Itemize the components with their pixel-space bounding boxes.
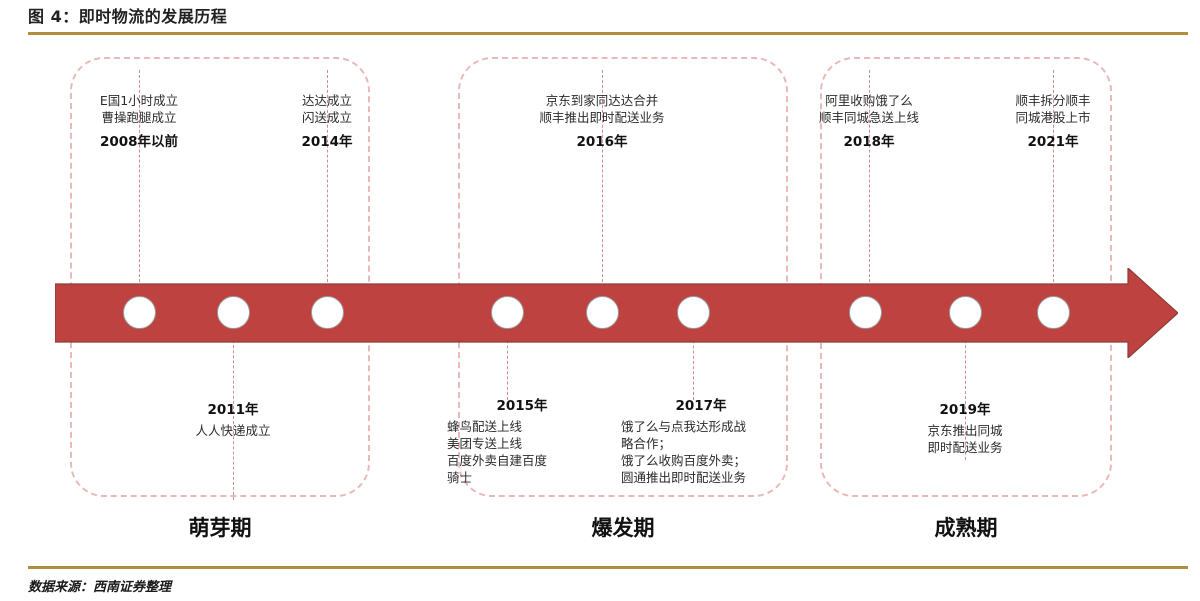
- timeline-event-2017: 2017年 饿了么与点我达形成战 略合作； 饿了么收购百度外卖； 圆通推出即时配…: [621, 398, 781, 486]
- title-divider: [28, 32, 1188, 35]
- event-year: 2019年: [939, 402, 991, 418]
- timeline-marker: [677, 296, 710, 329]
- event-year: 2014年: [301, 134, 353, 150]
- page-title: 图 4：即时物流的发展历程: [28, 7, 228, 26]
- event-line: 顺丰拆分顺丰: [1015, 93, 1091, 108]
- connector-line: [233, 330, 234, 500]
- event-line: 略合作；: [621, 436, 672, 451]
- event-line: 京东推出同城: [927, 423, 1003, 438]
- timeline-marker: [491, 296, 524, 329]
- phase-label-explosion: 爆发期: [591, 516, 655, 540]
- connector-line: [139, 70, 140, 292]
- event-line: 饿了么收购百度外卖；: [621, 453, 747, 468]
- event-line: 同城港股上市: [1015, 110, 1091, 125]
- connector-line: [507, 330, 508, 400]
- timeline-marker: [311, 296, 344, 329]
- event-line: 美团专送上线: [447, 436, 523, 451]
- event-year: 2016年: [576, 134, 628, 150]
- event-year: 2021年: [1027, 134, 1079, 150]
- event-line: 顺丰同城急送上线: [818, 110, 919, 125]
- event-line: 阿里收购饿了么: [825, 93, 913, 108]
- event-line: 百度外卖自建百度: [447, 453, 548, 468]
- timeline-event-2019: 2019年 京东推出同城 即时配送业务: [885, 402, 1045, 456]
- phase-box-maturity: [820, 57, 1112, 497]
- timeline-marker: [217, 296, 250, 329]
- event-year: 2015年: [496, 398, 548, 414]
- event-line: 达达成立: [301, 93, 352, 108]
- timeline-marker: [586, 296, 619, 329]
- timeline-marker: [949, 296, 982, 329]
- phase-label-maturity: 成熟期: [934, 516, 998, 540]
- event-line: 顺丰推出即时配送业务: [539, 110, 665, 125]
- timeline-marker: [123, 296, 156, 329]
- event-year: 2017年: [675, 398, 727, 414]
- figure-header: 图 4：即时物流的发展历程: [0, 0, 1200, 40]
- event-year: 2008年以前: [99, 134, 179, 150]
- phase-label-budding: 萌芽期: [188, 516, 252, 540]
- timeline-event-2021: 顺丰拆分顺丰 同城港股上市 2021年: [973, 92, 1133, 151]
- event-line: E国1小时成立: [99, 93, 179, 108]
- connector-line: [327, 70, 328, 292]
- connector-line: [602, 70, 603, 292]
- event-year: 2011年: [207, 402, 259, 418]
- event-line: 曹操跑腿成立: [101, 110, 177, 125]
- phase-box-budding: [70, 57, 370, 497]
- timeline-diagram: E国1小时成立 曹操跑腿成立 2008年以前 达达成立 闪送成立 2014年 京…: [0, 40, 1200, 560]
- event-line: 圆通推出即时配送业务: [621, 470, 747, 485]
- phase-box-explosion: [458, 57, 788, 497]
- event-line: 人人快递成立: [195, 423, 271, 438]
- timeline-event-2014: 达达成立 闪送成立 2014年: [247, 92, 407, 151]
- timeline-event-2008: E国1小时成立 曹操跑腿成立 2008年以前: [39, 92, 239, 151]
- event-line: 京东到家同达达合并: [545, 93, 659, 108]
- timeline-marker: [849, 296, 882, 329]
- event-line: 闪送成立: [301, 110, 352, 125]
- event-line: 饿了么与点我达形成战: [621, 419, 747, 434]
- connector-line: [693, 330, 694, 400]
- event-year: 2018年: [843, 134, 895, 150]
- event-line: 即时配送业务: [927, 440, 1003, 455]
- source-note: 数据来源：西南证券整理: [28, 580, 172, 595]
- connector-line: [1053, 70, 1054, 292]
- timeline-event-2016: 京东到家同达达合并 顺丰推出即时配送业务 2016年: [472, 92, 732, 151]
- timeline-event-2011: 2011年 人人快递成立: [143, 402, 323, 439]
- connector-line: [965, 330, 966, 460]
- timeline-event-2015: 2015年 蜂鸟配送上线 美团专送上线 百度外卖自建百度 骑士: [447, 398, 597, 486]
- event-line: 骑士: [447, 470, 473, 485]
- timeline-marker: [1037, 296, 1070, 329]
- event-line: 蜂鸟配送上线: [447, 419, 523, 434]
- timeline-event-2018: 阿里收购饿了么 顺丰同城急送上线 2018年: [769, 92, 969, 151]
- connector-line: [869, 70, 870, 292]
- source-divider: [28, 566, 1188, 569]
